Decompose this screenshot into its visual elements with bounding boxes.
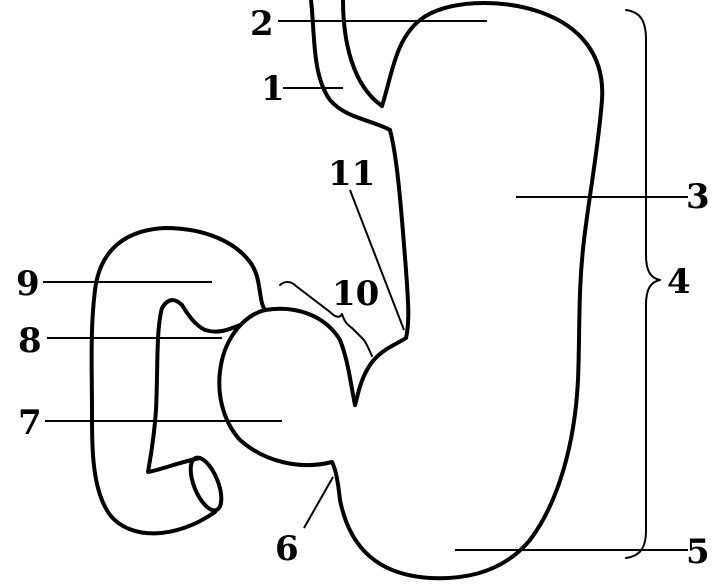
duodenal-bulb xyxy=(217,306,357,468)
label-11: 11 xyxy=(328,154,375,194)
esophagus-right-wall xyxy=(341,0,384,108)
leader-6 xyxy=(303,476,334,529)
stomach-brace xyxy=(625,9,661,559)
label-5: 5 xyxy=(686,532,710,572)
duodenum-inner xyxy=(146,298,202,474)
label-4: 4 xyxy=(667,262,691,302)
label-7: 7 xyxy=(18,403,42,443)
label-8: 8 xyxy=(18,321,42,361)
label-2: 2 xyxy=(250,4,274,44)
duodenum-notch xyxy=(180,303,242,334)
duodenum-outer xyxy=(89,226,267,536)
stomach-outer-wall xyxy=(330,0,605,581)
esophagus-left-wall xyxy=(309,0,392,132)
duodenum-cut-end xyxy=(188,455,224,513)
leader-11 xyxy=(349,189,405,331)
label-10: 10 xyxy=(332,274,379,314)
label-1: 1 xyxy=(261,69,285,109)
lesser-curvature xyxy=(353,128,411,407)
labels: 1 2 3 4 5 6 7 8 9 10 11 xyxy=(16,4,710,572)
label-6: 6 xyxy=(275,529,299,569)
leader-lines xyxy=(43,20,688,551)
esophagus xyxy=(309,0,392,132)
pyloric-bracket xyxy=(279,281,373,357)
label-9: 9 xyxy=(16,264,40,304)
label-3: 3 xyxy=(686,177,710,217)
